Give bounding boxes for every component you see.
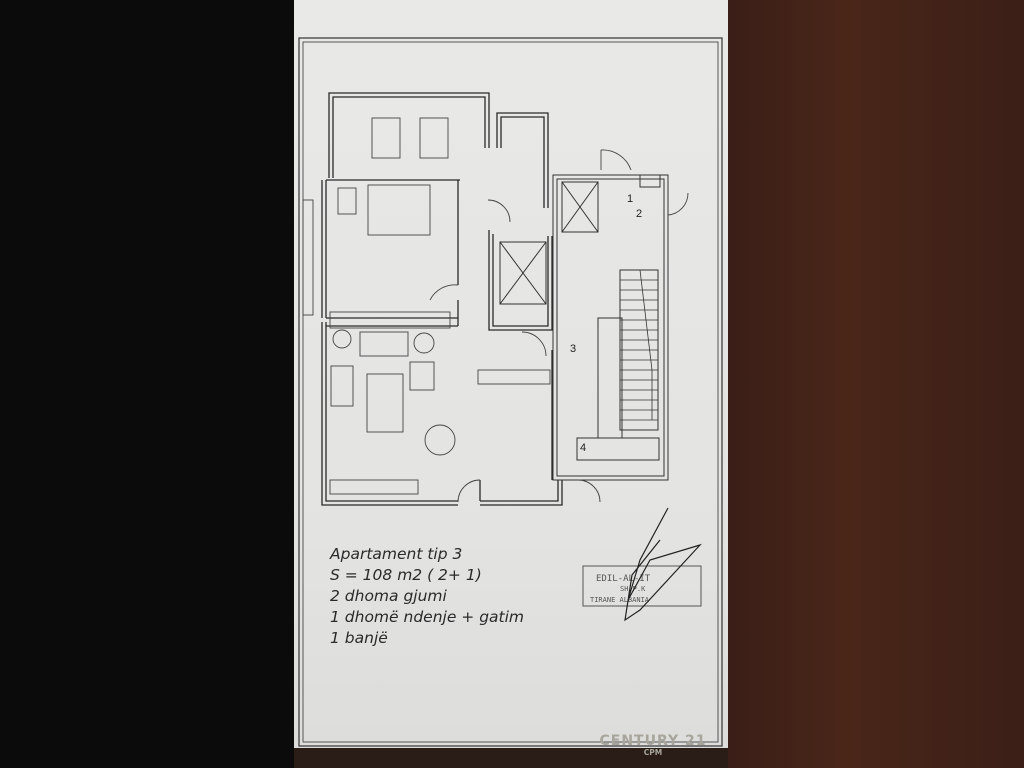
exterior-walls xyxy=(321,92,563,506)
stamp-line-1: EDIL-AL-IT xyxy=(596,574,651,584)
century21-watermark: CENTURY 21 CPM xyxy=(598,733,708,757)
apartment-area: S = 108 m2 ( 2+ 1) xyxy=(330,566,482,584)
room-label-4: 4 xyxy=(580,442,586,454)
bedrooms-count: 2 dhoma gjumi xyxy=(330,587,447,605)
apartment-description: Apartament tip 3 S = 108 m2 ( 2+ 1) 2 dh… xyxy=(330,544,524,649)
apartment-type: Apartament tip 3 xyxy=(330,545,463,563)
room-number-labels: 1 2 3 4 xyxy=(570,193,642,454)
sheet-frame xyxy=(298,37,723,747)
company-stamp: EDIL-AL-IT SH.P.K TIRANE ALBANIA xyxy=(582,565,702,607)
furniture xyxy=(302,117,551,495)
signature xyxy=(624,507,702,622)
bathroom-count: 1 banjë xyxy=(330,629,388,647)
bottom-shadow-strip xyxy=(294,748,728,768)
room-label-3: 3 xyxy=(570,343,576,355)
stair-core xyxy=(499,174,669,481)
room-label-2: 2 xyxy=(636,208,642,220)
door-swings xyxy=(429,149,689,503)
stamp-line-3: TIRANE ALBANIA xyxy=(590,596,650,604)
stamp-line-2: SH.P.K xyxy=(620,585,646,593)
background-surface xyxy=(726,0,1024,768)
living-kitchen-count: 1 dhomë ndenje + gatim xyxy=(330,608,525,626)
watermark-sub: CPM xyxy=(643,748,663,757)
room-label-1: 1 xyxy=(627,193,633,205)
watermark-brand: CENTURY 21 xyxy=(599,733,707,749)
